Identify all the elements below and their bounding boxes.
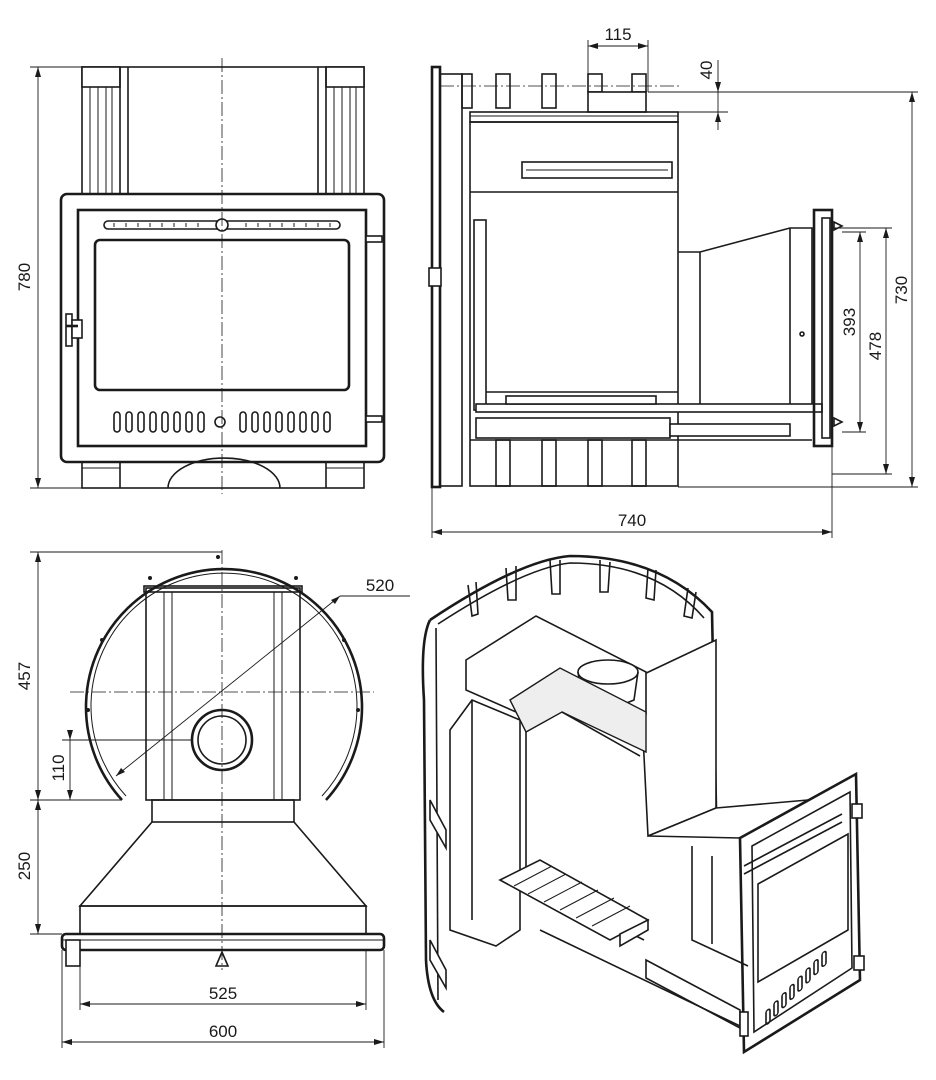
dim-plan-110: 110 [49, 730, 192, 800]
dim-plan-250: 250 [15, 800, 62, 935]
side-left-panel-inner [439, 73, 463, 487]
bottom-vent-slots [113, 411, 331, 433]
plan-door-handle [65, 939, 81, 967]
dim-plan-600: 600 [61, 950, 385, 1048]
iso-flue-opening [577, 659, 639, 685]
dim-label-525: 525 [209, 984, 237, 1003]
dim-side-115: 115 [587, 25, 649, 92]
front-left-ribs [81, 66, 129, 194]
dim-label-520: 520 [366, 576, 394, 595]
top-vent-marks [113, 223, 331, 227]
front-top-cover [81, 66, 365, 195]
plan-tunnel-hood [78, 821, 368, 907]
dim-label-730: 730 [892, 276, 911, 304]
dim-plan-525: 525 [79, 950, 367, 1010]
isometric-cutaway-view [421, 554, 865, 1055]
plan-tunnel-neck [151, 799, 295, 823]
iso-casing-fins [467, 559, 697, 619]
dim-side-393: 393 [840, 231, 866, 433]
dim-side-730: 730 [678, 91, 918, 488]
side-top-baffle [469, 111, 679, 123]
iso-hinge-bottom [853, 955, 865, 971]
side-front-frame [812, 208, 834, 448]
dim-plan-457: 457 [15, 551, 222, 801]
iso-hinge-top [851, 803, 863, 819]
iso-left-wall [449, 699, 521, 947]
dim-label-457: 457 [15, 662, 34, 690]
dim-label-110: 110 [49, 754, 68, 781]
dim-label-740: 740 [618, 511, 646, 530]
plan-circular-casing [84, 567, 364, 801]
side-tunnel [678, 227, 813, 411]
iso-casing-left [421, 619, 445, 1014]
iso-grate-bars [513, 865, 631, 927]
plan-view: 520 457 110 250 525 [15, 550, 410, 1048]
iso-door-handle [739, 1011, 749, 1037]
dim-label-780: 780 [15, 263, 34, 291]
plan-casing-rivets [86, 555, 360, 712]
iso-ash-pan [645, 958, 741, 1030]
hinge-top [365, 235, 383, 243]
dim-label-478: 478 [866, 332, 885, 360]
side-bottom-fins [495, 439, 647, 487]
front-base [81, 457, 365, 489]
iso-grate [498, 859, 650, 941]
dim-side-40: 40 [648, 60, 728, 130]
plan-front-plate [60, 932, 386, 952]
side-left-bracket [428, 267, 442, 287]
dim-label-393: 393 [840, 308, 859, 336]
side-view: 115 40 730 478 [428, 25, 918, 538]
dim-side-740: 740 [431, 446, 833, 538]
dim-label-250: 250 [15, 852, 34, 880]
dim-label-115: 115 [604, 25, 631, 44]
iso-casing-right [639, 638, 717, 838]
side-ash-pan [475, 417, 671, 439]
side-grate [475, 403, 823, 413]
dim-label-40: 40 [697, 61, 716, 80]
iso-door-vents [765, 950, 827, 1025]
dim-label-600: 600 [209, 1022, 237, 1041]
dim-side-478: 478 [832, 227, 892, 475]
door-handle [65, 313, 83, 347]
side-top-fins [461, 73, 647, 113]
iso-casing-back [429, 554, 718, 809]
hinge-bottom [365, 415, 383, 423]
dim-front-height: 780 [15, 66, 82, 489]
front-view: 780 [15, 58, 386, 494]
iso-front-frame [738, 771, 862, 1055]
front-right-ribs [317, 66, 365, 194]
front-frame [59, 192, 386, 464]
plan-inner-body [145, 587, 301, 801]
iso-door-glass [757, 832, 849, 984]
side-body [469, 121, 679, 487]
side-firebox-back [473, 219, 487, 411]
